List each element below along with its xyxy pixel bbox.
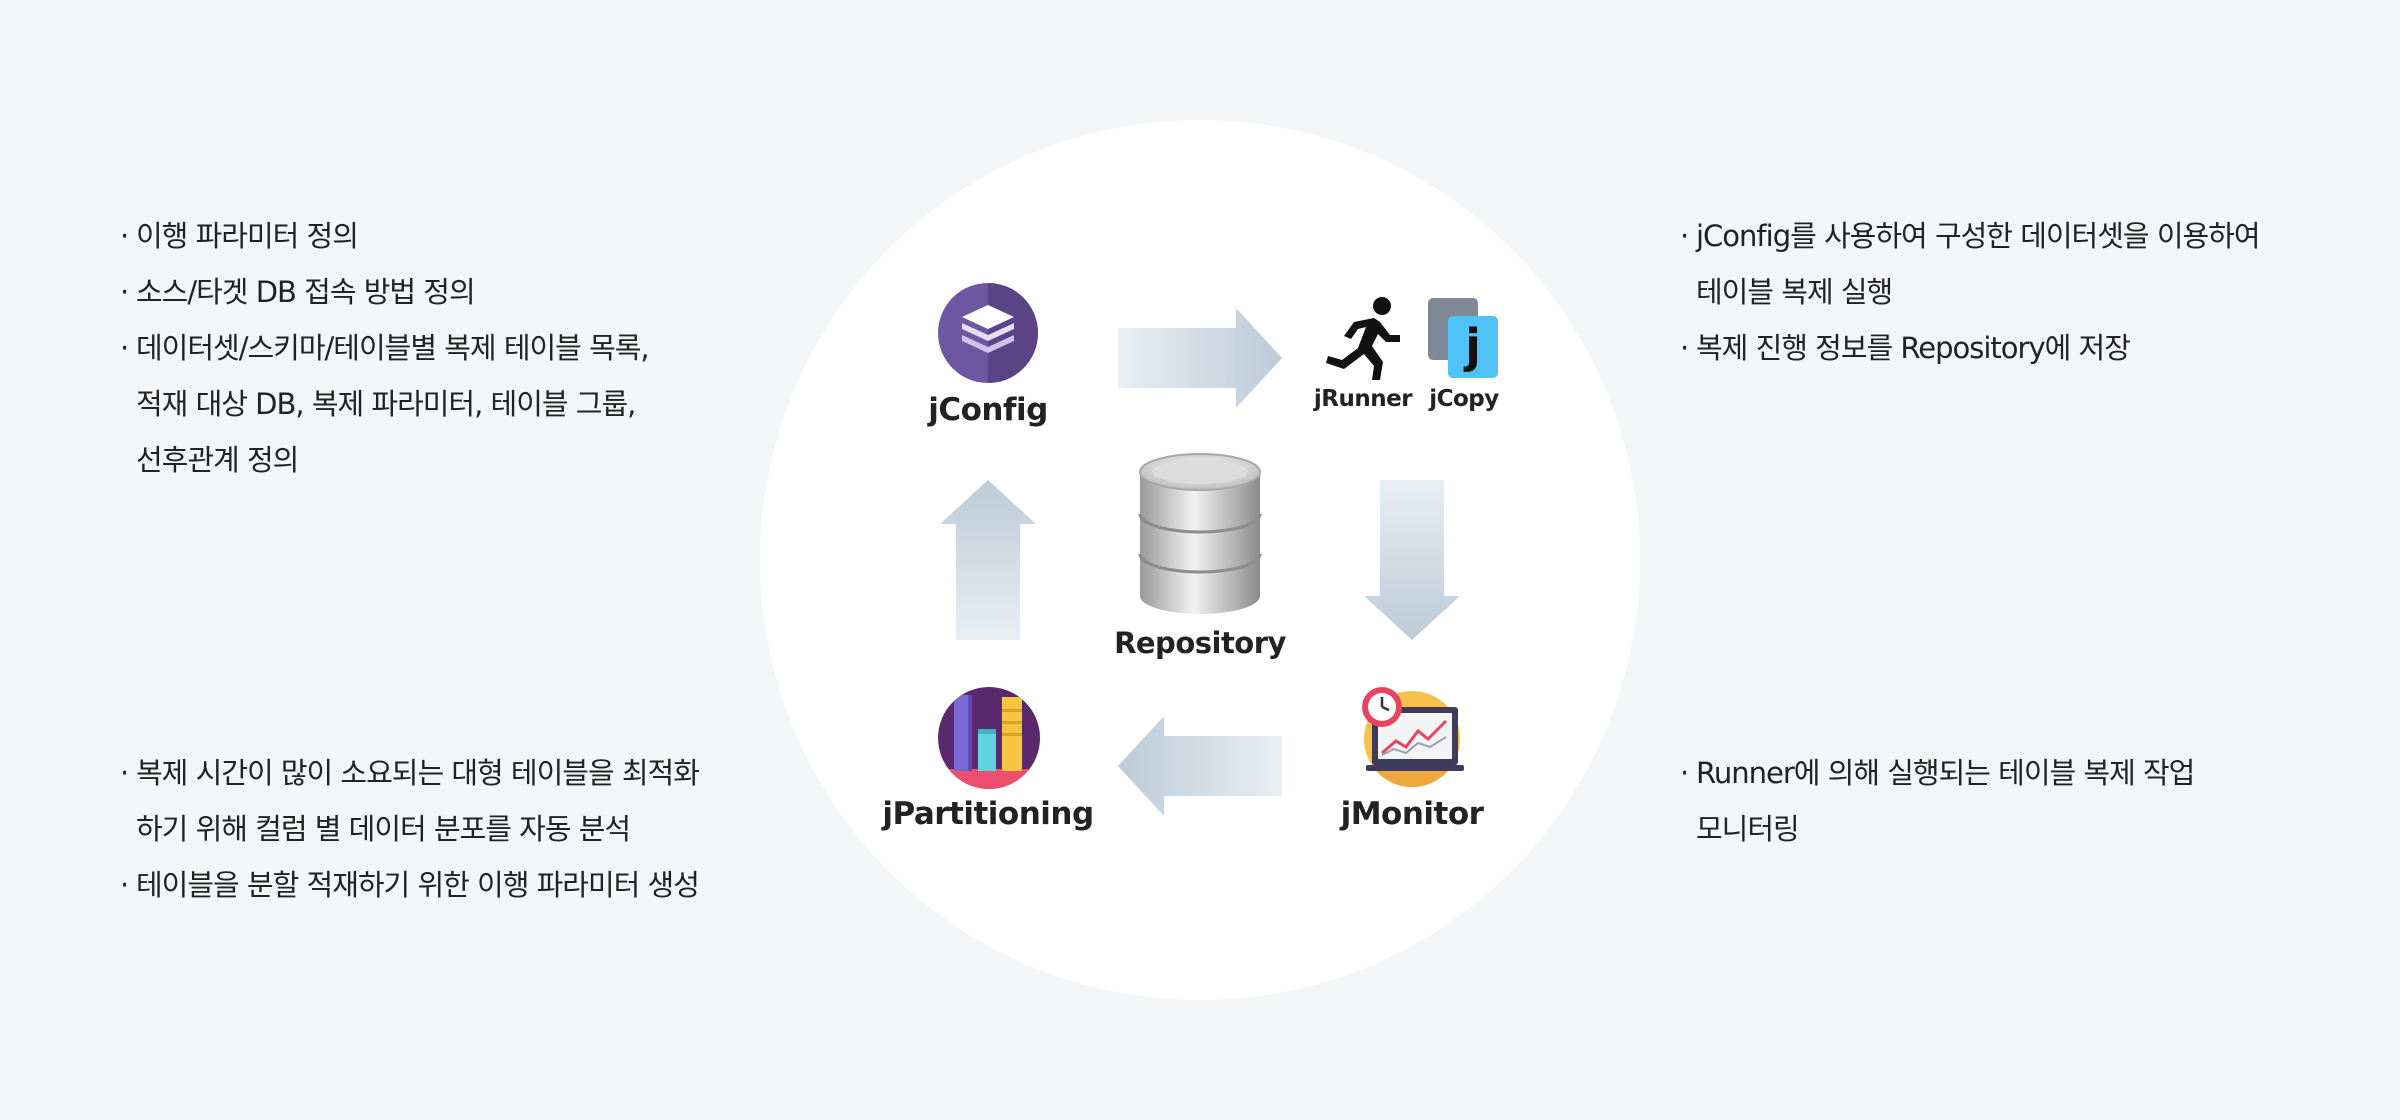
copy-j-icon: j <box>1428 298 1500 380</box>
layers-stack-icon <box>938 283 1038 383</box>
description-line: 복제 진행 정보를 Repository에 저장 <box>1696 331 2131 365</box>
description-line: 하기 위해 컬럼 별 데이터 분포를 자동 분석 <box>136 812 631 846</box>
monitor-clock-chart-icon <box>1362 687 1464 787</box>
config-description: 이행 파라미터 정의소스/타겟 DB 접속 방법 정의데이터셋/스키마/테이블별… <box>120 208 650 488</box>
description-line: 복제 시간이 많이 소요되는 대형 테이블을 최적화 <box>136 756 700 790</box>
description-line: 적재 대상 DB, 복제 파라미터, 테이블 그룹, <box>136 387 636 421</box>
copy-label: jCopy <box>1429 386 1499 412</box>
arrow-partitioning-to-config <box>940 480 1036 640</box>
description-line: 모니터링 <box>1696 812 1800 846</box>
arrow-runner-to-monitor <box>1364 480 1460 640</box>
arrow-config-to-runner <box>1118 308 1282 408</box>
description-line: 테이블 복제 실행 <box>1696 275 1893 309</box>
repository-label: Repository <box>1114 626 1286 660</box>
description-line: jConfig를 사용하여 구성한 데이터셋을 이용하여 <box>1696 219 2261 253</box>
description-line: Runner에 의해 실행되는 테이블 복제 작업 <box>1696 756 2195 790</box>
description-item: 복제 진행 정보를 Repository에 저장 <box>1680 320 2260 376</box>
description-item: 데이터셋/스키마/테이블별 복제 테이블 목록, 적재 대상 DB, 복제 파라미… <box>120 320 650 488</box>
description-line: 선후관계 정의 <box>136 443 299 477</box>
description-item: 소스/타겟 DB 접속 방법 정의 <box>120 264 649 320</box>
running-person-icon <box>1326 297 1400 380</box>
description-item: 테이블을 분할 적재하기 위한 이행 파라미터 생성 <box>120 857 700 913</box>
description-line: 테이블을 분할 적재하기 위한 이행 파라미터 생성 <box>136 868 700 902</box>
description-line: 데이터셋/스키마/테이블별 복제 테이블 목록, <box>136 331 650 365</box>
database-cylinder-icon <box>1138 453 1262 614</box>
monitor-label: jMonitor <box>1340 796 1484 832</box>
config-label: jConfig <box>928 392 1048 428</box>
runner-label: jRunner <box>1313 386 1413 412</box>
partitioning-label: jPartitioning <box>882 796 1094 832</box>
description-line: 이행 파라미터 정의 <box>136 219 359 253</box>
description-item: 이행 파라미터 정의 <box>120 208 649 264</box>
partition-bars-icon <box>938 687 1040 789</box>
description-line: 소스/타겟 DB 접속 방법 정의 <box>136 275 476 309</box>
arrow-monitor-to-partitioning <box>1118 716 1282 816</box>
